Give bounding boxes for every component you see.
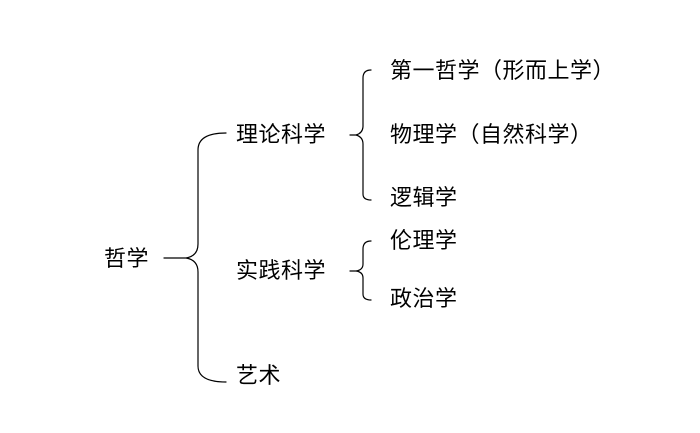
node-physics: 物理学（自然科学）	[390, 123, 593, 148]
root-brace	[163, 132, 227, 383]
node-ethics: 伦理学	[390, 229, 458, 254]
theoretical-science-brace	[349, 69, 372, 201]
node-politics: 政治学	[390, 287, 458, 312]
node-theoretical-science: 理论科学	[236, 123, 327, 148]
node-practical-science: 实践科学	[236, 259, 327, 284]
root-node-philosophy: 哲学	[104, 247, 150, 272]
node-art: 艺术	[236, 364, 282, 389]
practical-science-brace	[349, 240, 372, 301]
node-logic: 逻辑学	[390, 186, 458, 211]
node-first-philosophy: 第一哲学（形而上学）	[390, 59, 616, 84]
